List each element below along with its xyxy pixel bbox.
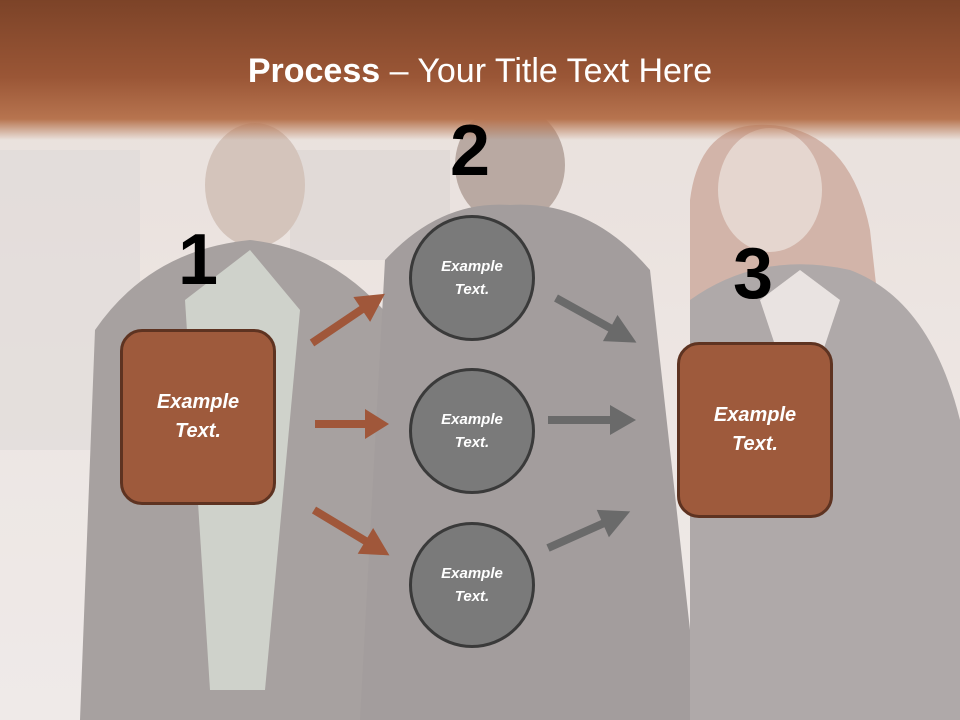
arrow-to-circle-bottom (311, 506, 390, 556)
title-banner (0, 0, 960, 140)
arrow-to-circle-top (309, 293, 385, 347)
process-box-right: Example Text. (677, 342, 833, 518)
step-number-2: 2 (450, 111, 491, 191)
step-number-3: 3 (733, 234, 774, 314)
arrow-from-circle-top (554, 294, 637, 343)
arrow-from-circle-middle (548, 405, 636, 435)
circle-bottom-text: Example Text. (441, 565, 503, 605)
circle-middle-text: Example Text. (441, 411, 503, 451)
process-circle-top: Example Text. (409, 215, 535, 341)
title-rest: – Your Title Text Here (380, 52, 713, 90)
step-number-1: 1 (178, 220, 219, 300)
box-left-text: Example Text. (156, 391, 240, 442)
arrow-to-circle-middle (315, 409, 389, 439)
slide-title: Process – Your Title Text Here (0, 52, 960, 91)
title-bold: Process (247, 52, 381, 90)
circle-top-text: Example Text. (441, 258, 503, 298)
process-circle-bottom: Example Text. (409, 522, 535, 648)
process-box-left: Example Text. (120, 329, 276, 505)
process-circle-middle: Example Text. (409, 368, 535, 494)
box-right-text: Example Text. (713, 404, 797, 455)
arrow-from-circle-bottom (546, 509, 631, 552)
